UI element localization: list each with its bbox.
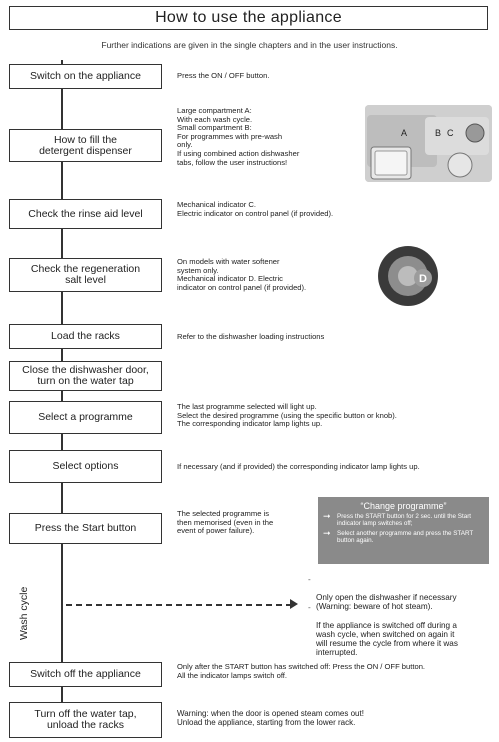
- step-label: Select a programme: [38, 411, 133, 423]
- step-fill-detergent: How to fill the detergent dispenser: [9, 129, 162, 162]
- step-load-racks: Load the racks: [9, 324, 162, 349]
- page-title: How to use the appliance: [9, 6, 488, 30]
- dashed-arrow-line: [66, 604, 292, 606]
- step-label: Check the rinse aid level: [28, 207, 143, 220]
- step-select-programme: Select a programme: [9, 401, 162, 434]
- step-label: Switch off the appliance: [30, 668, 141, 680]
- flow-connector-line: [61, 60, 63, 732]
- step-label: Turn off the water tap, unload the racks: [34, 708, 137, 731]
- subtitle: Further indications are given in the sin…: [101, 40, 398, 50]
- step-select-options: Select options: [9, 450, 162, 483]
- step-label: Select options: [52, 460, 119, 472]
- note-text: Only open the dishwasher if necessary (W…: [316, 593, 457, 611]
- bullet-icon: -: [308, 575, 311, 584]
- note-open-dishwasher: - Only open the dishwasher if necessary …: [308, 575, 457, 611]
- step-label: Close the dishwasher door, turn on the w…: [22, 364, 149, 387]
- change-programme-text: Select another programme and press the S…: [337, 529, 474, 544]
- arrow-right-icon: ➞: [323, 511, 331, 521]
- step-label: Check the regeneration salt level: [30, 263, 141, 286]
- step-label: Switch on the appliance: [30, 70, 141, 82]
- wash-cycle-dashed-line: [61, 575, 63, 660]
- step-label: Load the racks: [51, 330, 120, 342]
- step-desc: Press the ON / OFF button.: [177, 71, 270, 80]
- arrow-right-icon: ➞: [323, 527, 331, 538]
- bullet-icon: -: [308, 603, 311, 612]
- salt-indicator-illustration: D: [379, 247, 437, 305]
- wash-cycle-label: Wash cycle: [18, 586, 30, 640]
- step-switch-off: Switch off the appliance: [9, 662, 162, 687]
- change-programme-text: Press the START button for 2 sec. until …: [337, 513, 472, 528]
- step-regeneration-salt: Check the regeneration salt level: [9, 258, 162, 292]
- change-programme-item: ➞ Select another programme and press the…: [323, 527, 484, 545]
- change-programme-box: “Change programme” ➞ Press the START but…: [318, 497, 489, 564]
- step-desc: Large compartment A: With each wash cycl…: [177, 106, 300, 167]
- step-turn-off-tap: Turn off the water tap, unload the racks: [9, 702, 162, 738]
- step-desc: The last programme selected will light u…: [177, 402, 397, 429]
- step-desc: Mechanical indicator C. Electric indicat…: [177, 200, 334, 218]
- change-programme-item: ➞ Press the START button for 2 sec. unti…: [323, 511, 484, 528]
- step-rinse-aid: Check the rinse aid level: [9, 199, 162, 229]
- salt-indicator-photo: D: [378, 246, 438, 306]
- step-close-door: Close the dishwasher door, turn on the w…: [9, 361, 162, 391]
- change-programme-title: “Change programme”: [360, 501, 447, 511]
- step-label: Press the Start button: [34, 522, 137, 534]
- step-desc: If necessary (and if provided) the corre…: [177, 462, 420, 471]
- step-desc: On models with water softener system onl…: [177, 257, 307, 292]
- step-desc: Only after the START button has switched…: [177, 662, 426, 680]
- label-b: B: [435, 128, 441, 138]
- dispenser-illustration: A B C: [365, 105, 492, 182]
- arrow-head-icon: [290, 599, 298, 609]
- step-desc: Refer to the dishwasher loading instruct…: [177, 332, 325, 341]
- step-desc: Warning: when the door is opened steam c…: [177, 709, 364, 727]
- detergent-dispenser-photo: A B C: [365, 105, 492, 182]
- note-power-off: - If the appliance is switched off durin…: [308, 603, 458, 657]
- note-text: If the appliance is switched off during …: [316, 621, 458, 657]
- step-switch-on: Switch on the appliance: [9, 64, 162, 89]
- label-a: A: [401, 128, 407, 138]
- label-d: D: [419, 273, 427, 285]
- step-press-start: Press the Start button: [9, 513, 162, 544]
- label-c: C: [447, 128, 454, 138]
- step-label: How to fill the detergent dispenser: [39, 133, 132, 157]
- step-desc: The selected programme is then memorised…: [177, 509, 274, 536]
